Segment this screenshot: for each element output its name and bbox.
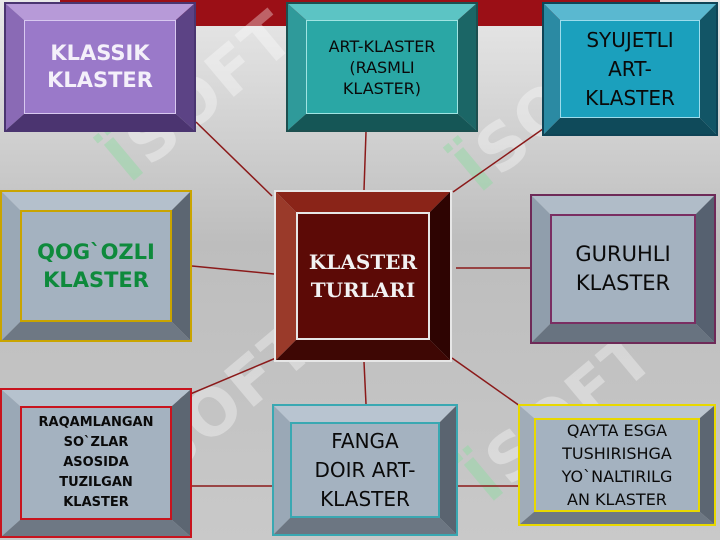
connector-line — [363, 131, 367, 191]
klaster-turlari-center-box: KLASTER TURLARI — [274, 190, 452, 362]
qogozli-klaster-box: QOG`OZLI KLASTER — [0, 190, 192, 342]
qogozli-klaster-label: QOG`OZLI KLASTER — [37, 240, 155, 292]
qayta-esga-klaster-box: QAYTA ESGA TUSHIRISHGA YO`NALTIRILG AN K… — [518, 404, 716, 526]
fanga-doir-art-klaster-box: FANGA DOIR ART- KLASTER — [272, 404, 458, 536]
connector-line — [195, 121, 273, 197]
syujetli-art-klaster-label: SYUJETLI ART- KLASTER — [585, 27, 675, 110]
klassik-klaster-box: KLASSIK KLASTER — [4, 2, 196, 132]
raqamlangan-klaster-box: RAQAMLANGAN SO`ZLAR ASOSIDA TUZILGAN KLA… — [0, 388, 192, 538]
connector-line — [363, 361, 367, 405]
art-klaster-box: ART-KLASTER (RASMLI KLASTER) — [286, 2, 478, 132]
connector-line — [191, 265, 275, 275]
qayta-esga-klaster-label: QAYTA ESGA TUSHIRISHGA YO`NALTIRILG AN K… — [561, 421, 673, 509]
klassik-klaster-label: KLASSIK KLASTER — [47, 41, 153, 92]
connector-line — [452, 123, 551, 193]
fanga-doir-art-klaster-label: FANGA DOIR ART- KLASTER — [314, 428, 416, 511]
art-klaster-label: ART-KLASTER (RASMLI KLASTER) — [328, 36, 436, 98]
guruhli-klaster-box: GURUHLI KLASTER — [530, 194, 716, 344]
klaster-turlari-label: KLASTER TURLARI — [308, 250, 418, 302]
syujetli-art-klaster-box: SYUJETLI ART- KLASTER — [542, 2, 718, 136]
raqamlangan-klaster-label: RAQAMLANGAN SO`ZLAR ASOSIDA TUZILGAN KLA… — [38, 415, 154, 510]
connector-line — [451, 357, 521, 407]
guruhli-klaster-label: GURUHLI KLASTER — [575, 242, 671, 295]
connector-line — [175, 357, 277, 401]
